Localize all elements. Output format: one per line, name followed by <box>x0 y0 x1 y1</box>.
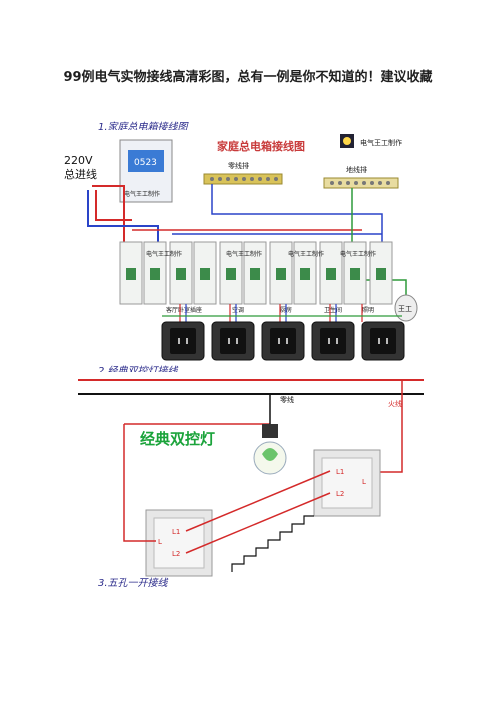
figure1-heading: 家庭总电箱接线图 <box>217 139 305 153</box>
two-way-switch-diagram: 零线 火线 经典双控灯 L1 L L2 L1 L L2 <box>62 372 438 582</box>
circuit-label-1: 客厅卧室插座 <box>166 306 202 314</box>
section-label-3: 3.五孔一开接线 <box>98 578 168 589</box>
section-label-1: 1.家庭总电箱接线图 <box>98 122 188 133</box>
incoming-live-wire <box>92 185 125 242</box>
switch-a-l2: L2 <box>172 550 180 558</box>
meter-label: 电气王工制作 <box>124 190 160 198</box>
switch-a-l: L <box>158 538 162 546</box>
incoming-neutral-wire <box>87 190 159 242</box>
breaker-label-2: 电气王工制作 <box>226 250 262 258</box>
meter-reading: 0523 <box>134 158 157 168</box>
circuit-label-4: 卫生间 <box>324 306 342 314</box>
worker-icon <box>394 294 418 322</box>
section-label-2: 2.经典双控灯接线 <box>98 362 178 377</box>
document-title: 99例电气实物接线高清彩图，总有一例是你不知道的！建议收藏 <box>63 70 433 85</box>
neutral-label: 零线 <box>280 395 294 404</box>
breaker-row <box>119 241 393 305</box>
distribution-box-diagram: 家庭总电箱接线图 电气王工制作 220V 总进线 0523 电气王工制作 零线排 <box>62 130 438 362</box>
switch-b-l: L <box>362 478 366 486</box>
switch-a-l1: L1 <box>172 528 180 536</box>
socket-row <box>161 321 405 361</box>
lamp-holder <box>262 424 278 438</box>
staircase <box>231 515 314 572</box>
neutral-bar-label: 零线排 <box>228 161 249 170</box>
breaker-label-3: 电气王工制作 <box>288 250 324 258</box>
circuit-label-2: 空调 <box>232 306 244 314</box>
breaker-label-4: 电气王工制作 <box>340 250 376 258</box>
meter-display <box>128 150 164 172</box>
figure2-heading: 经典双控灯 <box>140 430 215 448</box>
brand-text: 电气王工制作 <box>360 138 402 147</box>
incoming-label-line2: 总进线 <box>64 167 97 181</box>
ground-bar-label: 地线排 <box>346 165 367 174</box>
circuit-label-5: 照明 <box>362 307 374 314</box>
switch-b-l1: L1 <box>336 468 344 476</box>
worker-label: 王工 <box>398 305 412 313</box>
ground-bar <box>323 177 399 189</box>
switch-b-l2: L2 <box>336 490 344 498</box>
incoming-label-line1: 220V <box>64 154 93 167</box>
breaker-label-1: 电气王工制作 <box>146 250 182 258</box>
live-label: 火线 <box>388 399 402 408</box>
